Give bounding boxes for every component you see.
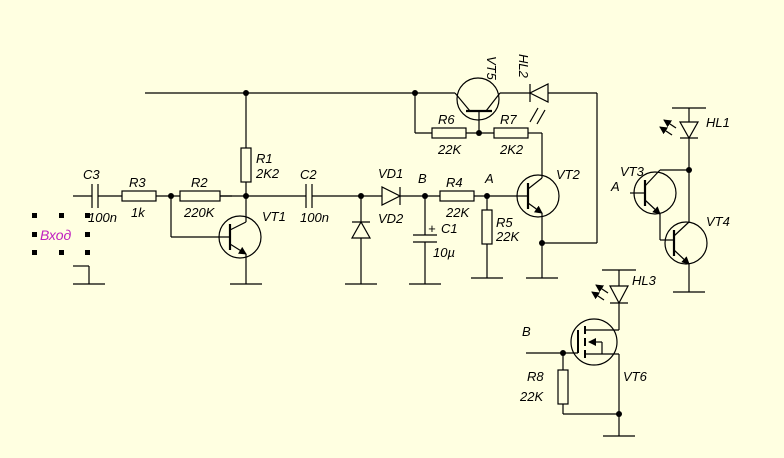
label-r3-value: 1k — [131, 205, 146, 220]
transistor-vt3: VT3 A — [610, 164, 692, 241]
label-hl3: HL3 — [632, 273, 657, 288]
label-c1-plus: + — [428, 221, 436, 236]
label-vt5: VT5 — [484, 56, 499, 81]
label-c2-value: 100n — [300, 210, 329, 225]
label-r6-value: 22K — [437, 142, 462, 157]
input-terminal — [73, 195, 105, 285]
transistor-vt5: VT5 — [454, 56, 501, 136]
label-r7-value: 2K2 — [499, 142, 524, 157]
label-r8: R8 — [527, 369, 544, 384]
transistor-vt1: VT1 — [170, 196, 286, 285]
label-vt3: VT3 — [620, 164, 645, 179]
label-vt2: VT2 — [556, 167, 581, 182]
label-r4-value: 22K — [445, 205, 470, 220]
label-node-a: A — [484, 171, 494, 186]
label-r4: R4 — [446, 175, 463, 190]
diode-vd2: VD2 — [345, 196, 404, 285]
label-hl2: HL2 — [516, 54, 531, 79]
label-c3-value: 100n — [88, 210, 117, 225]
transistor-vt4: VT4 — [664, 170, 730, 293]
input-label-selection[interactable]: Вход — [32, 213, 90, 255]
label-r1-value: 2K2 — [255, 166, 280, 181]
resistor-r5: R5 22K — [471, 196, 520, 279]
resistor-r4: R4 22K A — [439, 171, 528, 220]
label-vt1: VT1 — [262, 209, 286, 224]
label-c2: C2 — [300, 167, 317, 182]
label-vd1: VD1 — [378, 166, 403, 181]
label-r5: R5 — [496, 215, 513, 230]
label-c3: C3 — [83, 167, 100, 182]
label-node-b: B — [418, 171, 427, 186]
resistor-r6: R6 22K — [414, 93, 494, 157]
resistor-r7: R7 2K2 — [493, 112, 542, 157]
led-hl3: HL3 — [591, 269, 657, 322]
label-node-a-2: A — [610, 179, 620, 194]
diode-vd1: VD1 B — [378, 166, 440, 206]
input-label: Вход — [40, 227, 72, 243]
label-c1-value: 10µ — [433, 245, 455, 260]
label-r6: R6 — [438, 112, 455, 127]
label-r1: R1 — [256, 151, 273, 166]
label-hl1: HL1 — [706, 115, 730, 130]
label-vd2: VD2 — [378, 211, 404, 226]
label-c1: C1 — [441, 221, 458, 236]
top-rail — [145, 90, 598, 244]
label-vt6: VT6 — [623, 369, 648, 384]
label-r2: R2 — [191, 175, 208, 190]
label-r8-value: 22K — [519, 389, 544, 404]
label-r5-value: 22K — [495, 229, 520, 244]
label-r2-value: 220K — [183, 205, 216, 220]
label-node-b-2: B — [522, 324, 531, 339]
capacitor-c1: + C1 10µ — [409, 196, 458, 285]
capacitor-c2: C2 100n — [246, 167, 382, 225]
label-r3: R3 — [129, 175, 146, 190]
label-vt4: VT4 — [706, 214, 730, 229]
label-r7: R7 — [500, 112, 517, 127]
resistor-r1: R1 2K2 — [240, 93, 280, 222]
led-hl2: HL2 — [516, 54, 549, 125]
led-hl1: HL1 — [659, 107, 730, 170]
transistor-vt2: VT2 — [516, 133, 581, 279]
resistor-r8: R8 22K — [519, 353, 619, 415]
resistor-r2: R2 220K — [179, 175, 249, 220]
capacitor-c3: C3 100n — [83, 167, 122, 225]
